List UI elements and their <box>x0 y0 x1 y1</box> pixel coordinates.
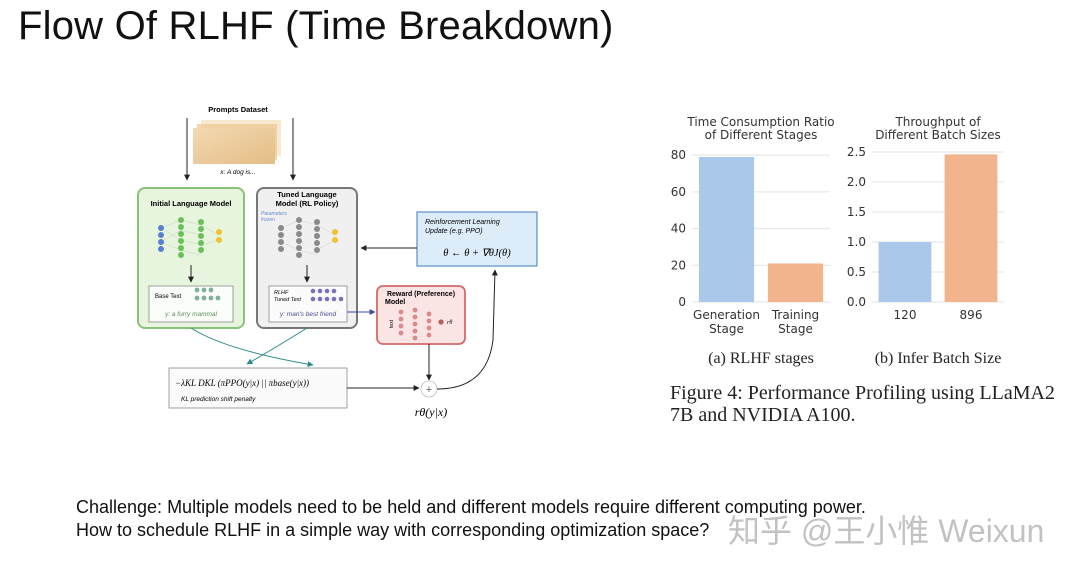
chart-1-title-line-1: Time Consumption Ratio <box>686 115 834 129</box>
rl-update-formula: θ ← θ + ∇θJ(θ) <box>443 248 511 259</box>
rlhf-diagram: Prompts Dataset x: A dog is... Initial L… <box>137 105 538 419</box>
kl-formula: −λKL DKL (πPPO(y|x) || πbase(y|x)) <box>175 378 309 388</box>
rlhf-tuned-label-2: Tuned Text <box>274 297 301 303</box>
challenge-line-2: How to schedule RLHF in a simple way wit… <box>76 520 710 540</box>
chart-2-ytick-4: 2.0 <box>847 175 866 189</box>
base-text-tokens-icon <box>194 287 221 301</box>
chart-2-ytick-3: 1.5 <box>847 205 866 219</box>
params-frozen-label-2: frozen <box>261 217 275 223</box>
chart-1-title-line-2: of Different Stages <box>705 128 818 142</box>
tuned-lm-network-icon <box>278 217 338 258</box>
chart-1-ytick-1: 20 <box>671 258 686 272</box>
chart-1-xtick-1-line-1: Generation <box>693 308 760 322</box>
chart-1-ytick-3: 60 <box>671 185 686 199</box>
prompt-example: x: A dog is... <box>219 169 255 176</box>
chart-1-ytick-0: 0 <box>678 295 686 309</box>
chart-2-title-line-1: Throughput of <box>894 115 981 129</box>
reward-input-label: text <box>389 319 395 328</box>
chart-2-xtick-1-line-1: 120 <box>894 308 917 322</box>
chart-2-ytick-1: 0.5 <box>847 265 866 279</box>
initial-lm-label: Initial Language Model <box>151 199 232 208</box>
chart-2-xtick-2-line-1: 896 <box>960 308 983 322</box>
reward-formula: rθ(y|x) <box>415 405 448 419</box>
rlhf-tuned-label-1: RLHF <box>274 290 289 296</box>
chart-1-bar-1 <box>698 157 755 302</box>
reward-output-label: rθ <box>447 320 452 326</box>
challenge-line-1: Challenge: Multiple models need to be he… <box>76 497 866 517</box>
chart-2-title-line-2: Different Batch Sizes <box>875 128 1001 142</box>
reward-network-icon <box>398 307 444 341</box>
slide-title: Flow Of RLHF (Time Breakdown) <box>18 4 614 48</box>
chart-1-xtick-1-line-2: Stage <box>709 322 744 336</box>
challenge-text: Challenge: Multiple models need to be he… <box>76 496 1056 542</box>
chart-1-subcaption: (a) RLHF stages <box>708 350 814 367</box>
chart-2-ytick-0: 0.0 <box>847 295 866 309</box>
base-output: y: a furry mammal <box>164 311 218 318</box>
chart-2-ytick-2: 1.0 <box>847 235 866 249</box>
chart-1-ytick-4: 80 <box>671 148 686 162</box>
sum-plus: + <box>426 384 432 396</box>
chart-1-xtick-2-line-2: Stage <box>778 322 813 336</box>
chart-1-ytick-2: 40 <box>671 222 686 236</box>
kl-penalty-box <box>168 367 348 409</box>
chart-2-bar-1 <box>878 242 932 302</box>
prompts-dataset-label: Prompts Dataset <box>208 105 268 114</box>
watermark: 知乎 @王小惟 Weixun <box>728 513 1045 549</box>
tuned-text-tokens-icon <box>310 288 344 302</box>
rl-update-label-2: Update (e.g. PPO) <box>425 228 483 235</box>
tuned-lm-label-2: Model (RL Policy) <box>276 199 339 208</box>
prompts-dataset-stack <box>193 120 281 164</box>
chart-1-xtick-2-line-1: Training <box>771 308 819 322</box>
tuned-output: y: man's best friend <box>279 311 337 318</box>
params-frozen-label-1: Parameters <box>261 211 287 217</box>
reward-model-box <box>376 285 466 345</box>
reward-model-label-1: Reward (Preference) <box>387 291 455 298</box>
base-text-box <box>148 285 234 323</box>
rl-update-label-1: Reinforcement Learning <box>425 219 500 226</box>
reward-model-label-2: Model <box>385 299 405 306</box>
chart-2-ytick-5: 2.5 <box>847 145 866 159</box>
kl-label: KL prediction shift penalty <box>181 396 256 403</box>
tuned-lm-label-1: Tuned Language <box>277 190 336 199</box>
base-text-label: Base Text <box>155 294 182 300</box>
figure-caption: Figure 4: Performance Profiling using LL… <box>670 382 1055 426</box>
initial-lm-network-icon <box>158 217 222 258</box>
chart-2-subcaption: (b) Infer Batch Size <box>875 350 1002 367</box>
chart-2-bar-2 <box>944 154 998 302</box>
chart-1-bar-2 <box>767 263 824 302</box>
rl-update-box <box>416 211 538 267</box>
